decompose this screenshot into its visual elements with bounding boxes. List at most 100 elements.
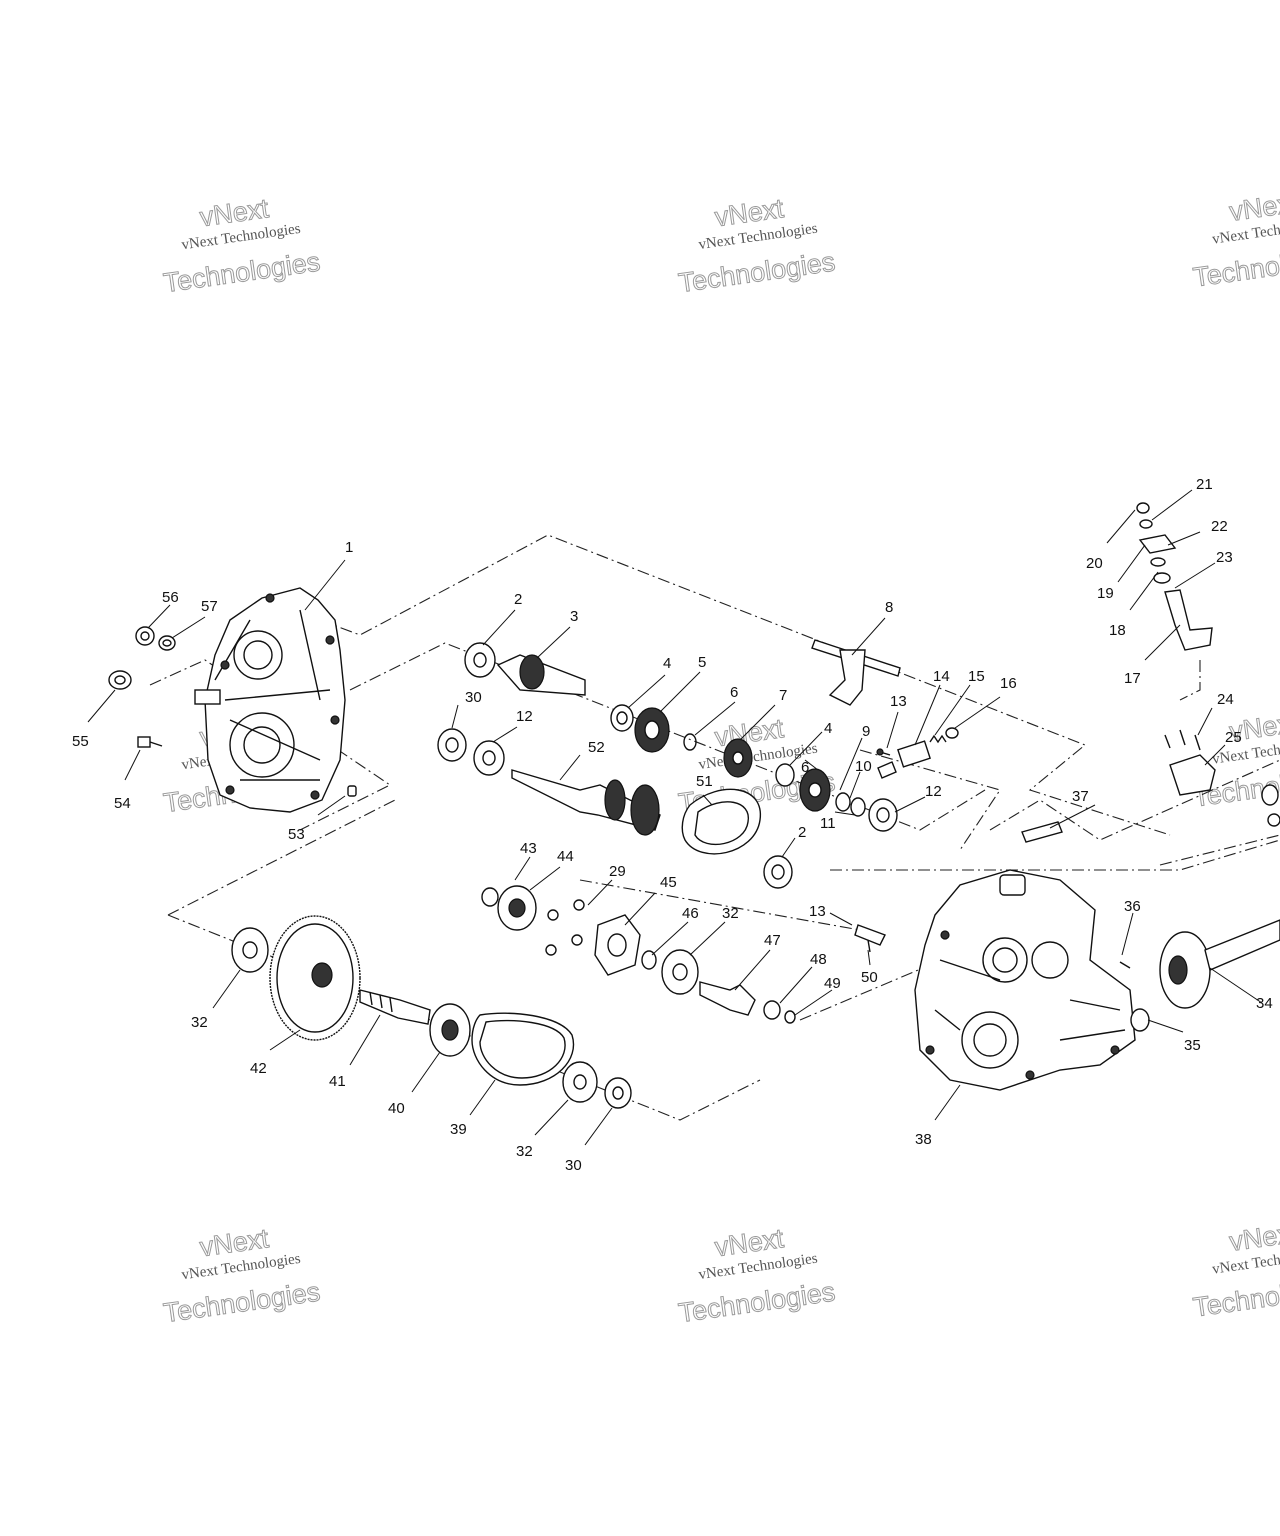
label-part-56: 56 [162, 589, 179, 606]
label-part-23: 23 [1216, 549, 1233, 566]
part-number-labels: 1 56 57 55 54 53 2 3 4 5 6 7 4 6 9 10 11… [72, 476, 1273, 1174]
label-part-47: 47 [764, 932, 781, 949]
label-part-4-lower: 4 [824, 720, 832, 737]
watermark-bottom-right: vNext vNext Technologies Technologies [1191, 1217, 1280, 1323]
label-part-19: 19 [1097, 585, 1114, 602]
part-gear-42 [269, 915, 361, 1041]
watermark-word: Technologies [1191, 241, 1280, 293]
part-bearing-12-right [868, 798, 898, 832]
label-part-8: 8 [885, 599, 893, 616]
part-bushing-4-upper [610, 704, 634, 732]
label-part-48: 48 [810, 951, 827, 968]
label-part-44: 44 [557, 848, 574, 865]
part-bearing-32-center [661, 949, 699, 995]
part-gear-5 [634, 707, 670, 753]
part-screws-24 [1164, 729, 1201, 751]
part-case-cover [194, 587, 346, 813]
part-dowel-53 [347, 785, 357, 797]
label-part-35: 35 [1184, 1037, 1201, 1054]
part-bolts-29 [545, 899, 585, 956]
part-shaft-41 [359, 989, 431, 1025]
part-washers-9-11 [835, 792, 866, 817]
part-seal-48 [763, 1000, 781, 1020]
part-gear-6-lower [799, 768, 831, 812]
label-part-53: 53 [288, 826, 305, 843]
part-bearing-2-lower [763, 855, 793, 889]
label-part-22: 22 [1211, 518, 1228, 535]
label-part-17: 17 [1124, 670, 1141, 687]
part-block-14 [897, 740, 931, 768]
label-part-32-center: 32 [722, 905, 739, 922]
label-part-16: 16 [1000, 675, 1017, 692]
part-orings-18-23 [1150, 557, 1171, 584]
label-part-37: 37 [1072, 788, 1089, 805]
part-spring-15 [929, 734, 947, 744]
watermark-brand: vNext [1228, 1218, 1280, 1257]
part-pin-36 [1119, 961, 1131, 969]
label-part-21: 21 [1196, 476, 1213, 493]
part-washer-57 [158, 635, 176, 651]
part-shift-fork-8 [811, 639, 901, 706]
watermark-word: Technologies [1191, 1271, 1280, 1323]
label-part-12-right: 12 [925, 783, 942, 800]
leader-lines [87, 489, 1263, 1146]
label-part-49: 49 [824, 975, 841, 992]
label-part-1: 1 [345, 539, 353, 556]
label-part-4-upper: 4 [663, 655, 671, 672]
label-part-13-lower: 13 [809, 903, 826, 920]
part-bearing-2-upper [464, 642, 496, 678]
part-ring-6-upper [683, 733, 697, 751]
part-washer-49 [784, 1010, 796, 1024]
watermark-word: Technologies [162, 247, 322, 299]
label-part-40: 40 [388, 1100, 405, 1117]
part-bushing-35 [1130, 1008, 1150, 1032]
label-part-14: 14 [933, 668, 950, 685]
label-part-5: 5 [698, 654, 706, 671]
part-seal-55 [108, 670, 132, 690]
part-output-shaft-34 [1159, 919, 1280, 1009]
label-part-55: 55 [72, 733, 89, 750]
label-part-43: 43 [520, 840, 537, 857]
watermark-word: Technologies [677, 247, 837, 299]
label-part-6-lower: 6 [801, 759, 809, 776]
part-bearing-12-left [473, 740, 505, 776]
label-part-2-lower: 2 [798, 824, 806, 841]
part-nut-56 [135, 626, 155, 646]
part-gear-7 [723, 738, 753, 778]
label-part-9: 9 [862, 723, 870, 740]
part-nut-21 [1136, 502, 1150, 514]
part-shift-shaft-17 [1164, 589, 1213, 651]
label-part-2-upper: 2 [514, 591, 522, 608]
label-part-39: 39 [450, 1121, 467, 1138]
label-part-46: 46 [682, 905, 699, 922]
part-pin-13-upper [876, 748, 891, 756]
part-bearing-32-bottom [562, 1061, 598, 1103]
label-part-38: 38 [915, 1131, 932, 1148]
label-part-50: 50 [861, 969, 878, 986]
part-sprocket-40 [429, 1003, 471, 1057]
label-part-51: 51 [696, 773, 713, 790]
label-part-7: 7 [779, 687, 787, 704]
label-part-3: 3 [570, 608, 578, 625]
part-ring-46 [641, 950, 657, 970]
label-part-15: 15 [968, 668, 985, 685]
watermark-top-left: vNext vNext Technologies Technologies [161, 193, 322, 299]
label-part-32-bottom: 32 [516, 1143, 533, 1160]
part-shaft-52 [511, 769, 661, 836]
part-washer-30-upper [437, 728, 467, 762]
label-part-34: 34 [1256, 995, 1273, 1012]
part-ball-16 [945, 727, 959, 739]
part-flange-45 [594, 914, 641, 976]
part-right-edge-fragment [1261, 784, 1280, 827]
label-part-29: 29 [609, 863, 626, 880]
part-shaft-47 [699, 981, 756, 1016]
part-bolt-54 [137, 736, 163, 748]
watermark-top-center: vNext vNext Technologies Technologies [676, 193, 837, 299]
label-part-20: 20 [1086, 555, 1103, 572]
part-bearing-32-left [231, 927, 269, 973]
watermark-bottom-center: vNext vNext Technologies Technologies [676, 1223, 837, 1329]
part-bushing-4-lower [775, 763, 795, 787]
label-part-12-left: 12 [516, 708, 533, 725]
part-clip-43 [481, 887, 499, 907]
